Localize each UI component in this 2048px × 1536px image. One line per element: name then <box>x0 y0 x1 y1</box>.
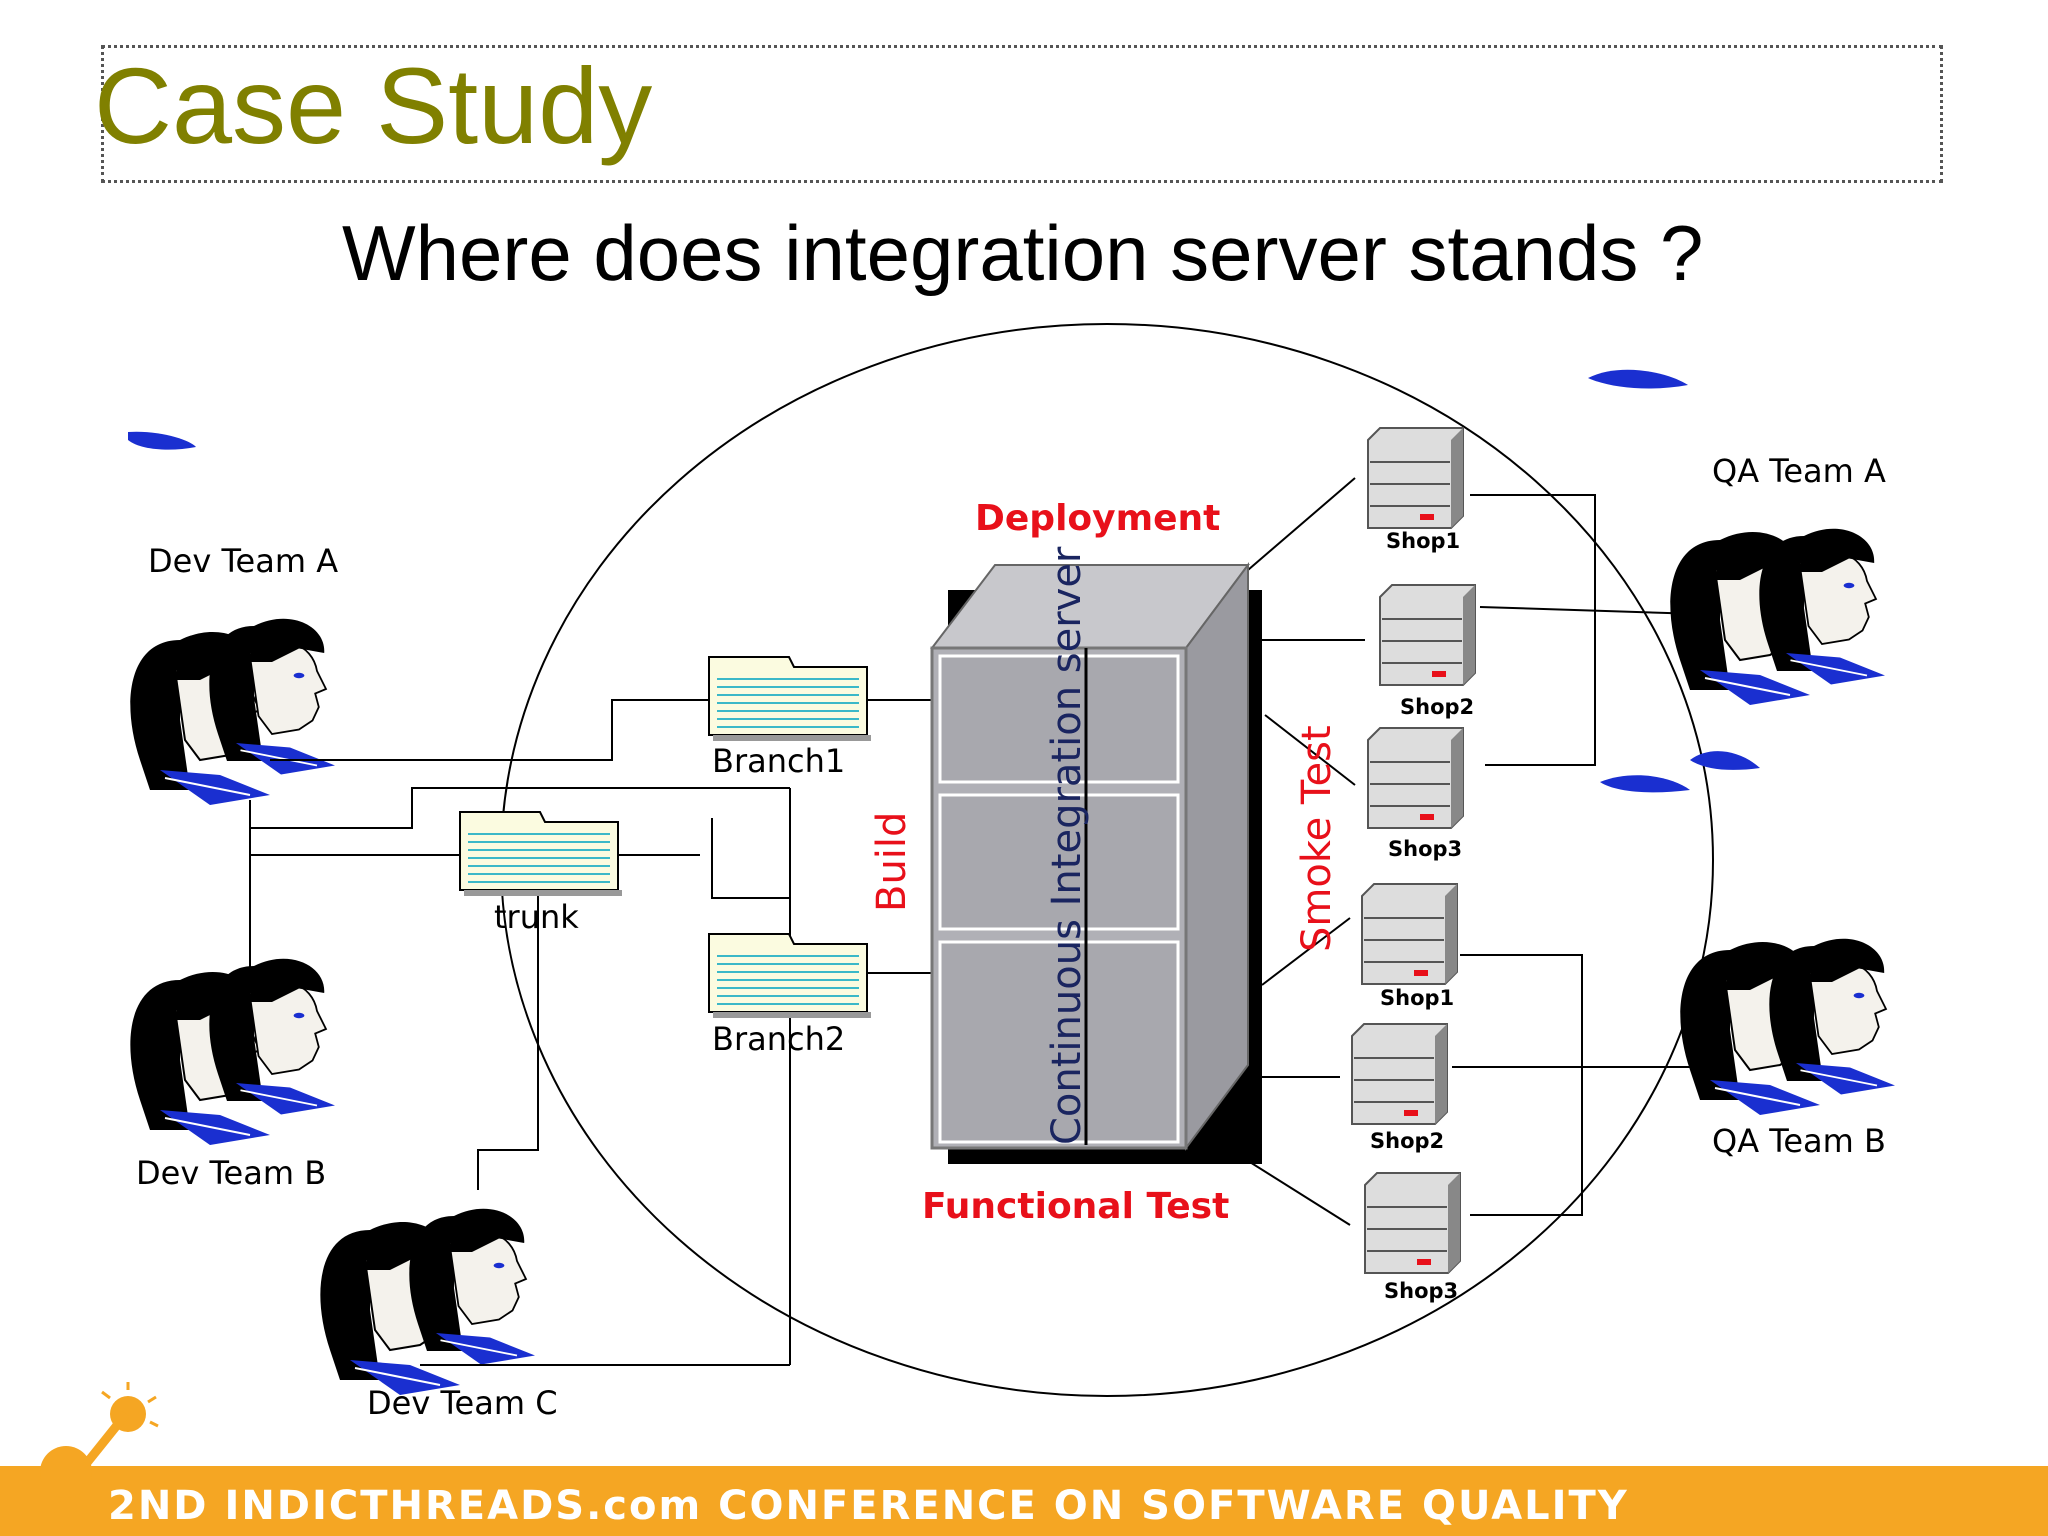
dev-team-a-figure <box>129 617 336 806</box>
qa-team-a-figure <box>1669 527 1886 706</box>
shop2-top-server-icon <box>1379 584 1476 686</box>
trunk-folder-icon <box>459 811 623 897</box>
shop2-bottom-server-icon <box>1351 1023 1448 1125</box>
branch1-label: Branch1 <box>712 742 845 780</box>
branch1-folder-icon <box>708 656 872 742</box>
conference-mascot-logo <box>40 1382 159 1536</box>
slide-title: Case Study <box>94 45 653 166</box>
deployment-label: Deployment <box>975 498 1220 539</box>
branch2-folder-icon <box>708 933 872 1019</box>
dev-team-a-label: Dev Team A <box>148 542 338 580</box>
ci-server-tower <box>929 561 1262 1164</box>
branch2-label: Branch2 <box>712 1020 845 1058</box>
qa-team-a-label: QA Team A <box>1712 452 1886 490</box>
shop2-bottom-label: Shop2 <box>1370 1129 1444 1153</box>
build-label: Build <box>869 812 915 912</box>
shop3-top-server-icon <box>1367 727 1464 829</box>
footer-bar <box>0 1466 2048 1536</box>
shop1-top-label: Shop1 <box>1386 529 1460 553</box>
shop1-bottom-label: Shop1 <box>1380 986 1454 1010</box>
dev-team-c-figure <box>319 1207 536 1396</box>
dev-team-b-label: Dev Team B <box>136 1154 326 1192</box>
blue-swoosh <box>128 431 196 450</box>
qa-team-b-label: QA Team B <box>1712 1122 1886 1160</box>
functional-test-label: Functional Test <box>922 1186 1229 1227</box>
title-frame <box>101 45 1943 183</box>
qa-team-b-figure <box>1679 937 1896 1116</box>
trunk-label: trunk <box>494 898 579 936</box>
shop3-bottom-label: Shop3 <box>1384 1279 1458 1303</box>
shop3-top-label: Shop3 <box>1388 837 1462 861</box>
blue-swoosh <box>1690 751 1760 770</box>
slide-subtitle: Where does integration server stands ? <box>342 209 1704 297</box>
dev-team-b-figure <box>129 957 336 1146</box>
blue-swoosh <box>1600 775 1690 793</box>
dev-team-c-label: Dev Team C <box>367 1384 558 1422</box>
smoke-test-label: Smoke Test <box>1294 725 1340 952</box>
connector-lines <box>249 477 1710 1366</box>
ci-server-label: Continuous Integration server <box>1044 546 1090 1145</box>
shop1-bottom-server-icon <box>1361 883 1458 985</box>
footer-conference-text: 2ND INDICTHREADS.com CONFERENCE ON SOFTW… <box>108 1483 1629 1529</box>
shop2-top-label: Shop2 <box>1400 695 1474 719</box>
shop1-top-server-icon <box>1367 427 1464 529</box>
shop3-bottom-server-icon <box>1364 1172 1461 1274</box>
blue-swoosh <box>1588 369 1688 389</box>
